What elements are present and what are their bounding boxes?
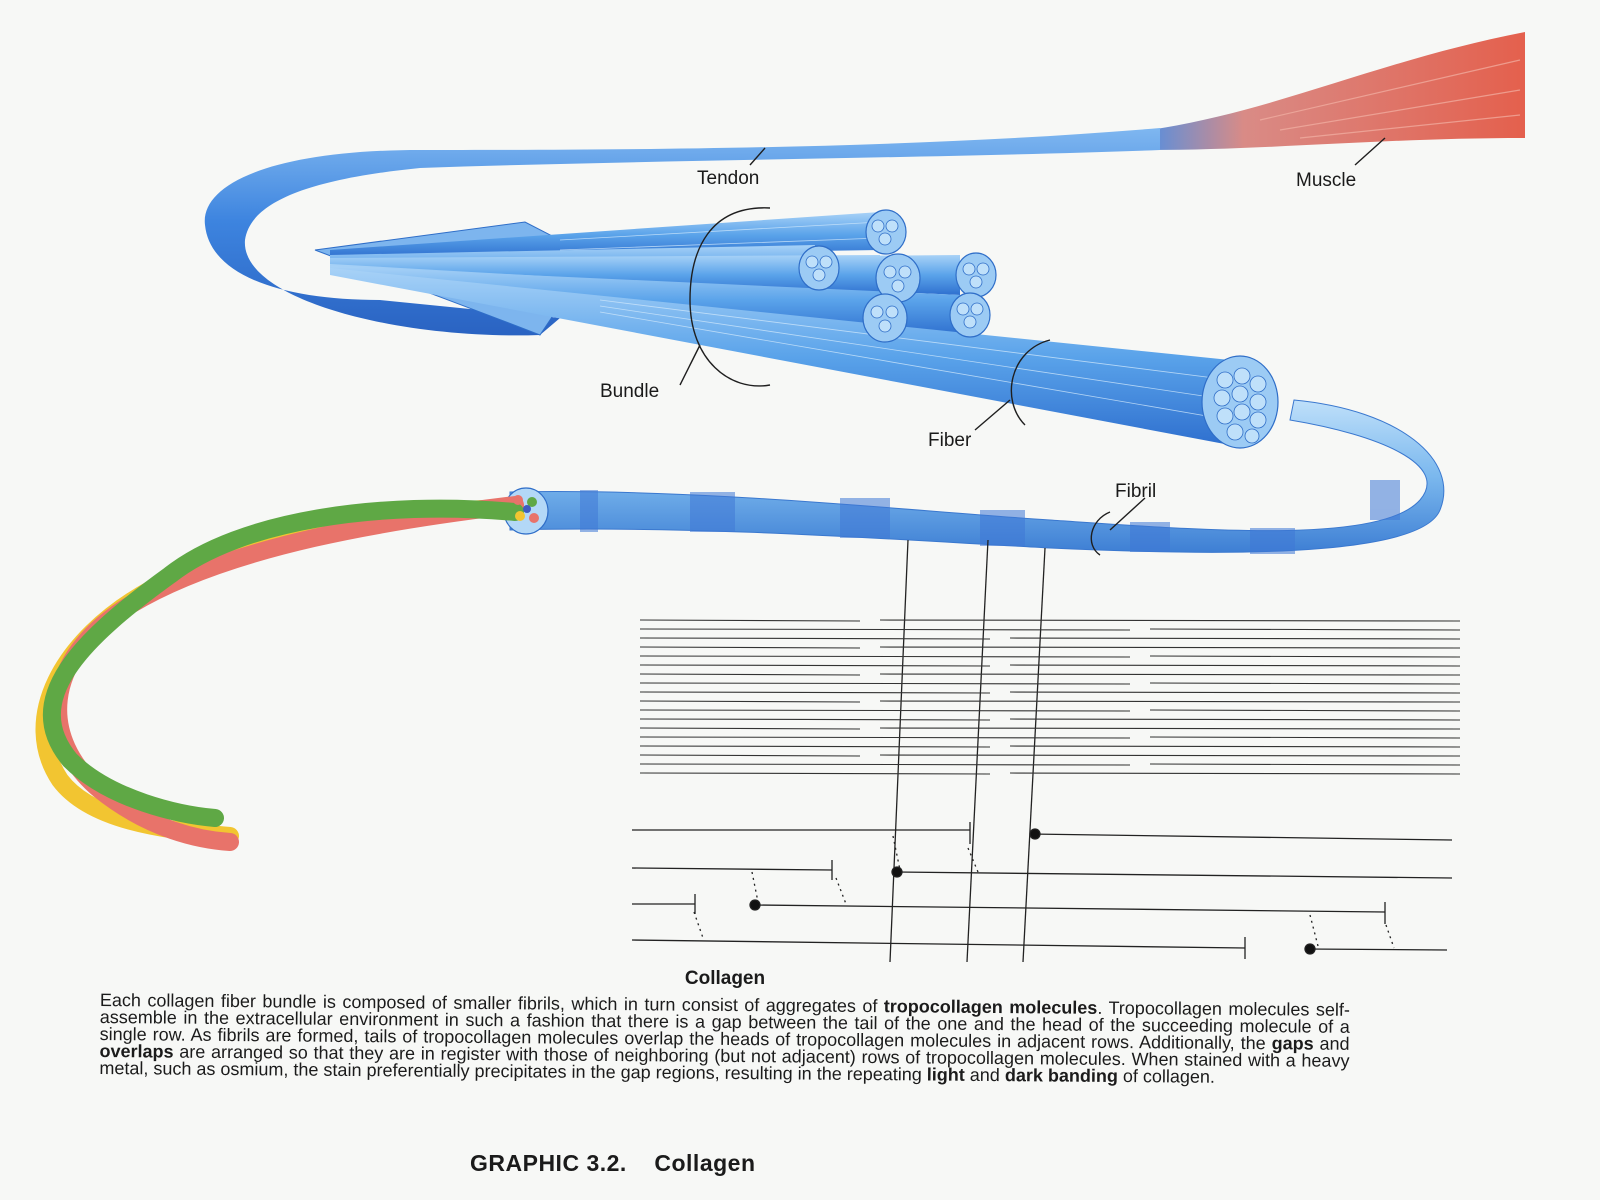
caption-run: of collagen. xyxy=(1117,1065,1216,1087)
tropocollagen-row-line xyxy=(639,700,861,703)
tropocollagen-row-line xyxy=(1149,763,1461,766)
fibril-label: Fibril xyxy=(1115,481,1156,502)
tropocollagen-row-line xyxy=(1009,691,1461,694)
fiber-cross-section-cells xyxy=(805,219,1267,444)
tropocollagen-row-line xyxy=(639,691,991,694)
muscle-striations xyxy=(1259,59,1521,139)
tropocollagen-row-line xyxy=(639,709,1131,712)
tropocollagen-row-line xyxy=(639,664,991,667)
caption-heading: Collagen xyxy=(684,968,766,989)
tropocollagen-row-line xyxy=(1149,655,1461,658)
expanded-molecule-rows xyxy=(631,822,1453,959)
tropocollagen-row-line xyxy=(639,763,1131,766)
caption-run: and xyxy=(964,1064,1005,1086)
tropocollagen-row-line xyxy=(639,655,1131,658)
gap-dotted-lines xyxy=(693,835,1395,949)
tropocollagen-row-line xyxy=(879,673,1461,676)
tropocollagen-row-line xyxy=(639,727,861,730)
tropocollagen-row-line xyxy=(639,754,861,757)
tropocollagen-row-line xyxy=(639,745,991,748)
tropocollagen-row-line xyxy=(1149,628,1461,631)
tropocollagen-row-line xyxy=(639,736,1131,739)
tropocollagen-row-line xyxy=(1009,745,1461,748)
fibril xyxy=(509,399,1445,553)
tropocollagen-row-line xyxy=(639,682,1131,685)
tropocollagen-row-line xyxy=(639,619,861,622)
triple-helix xyxy=(35,496,524,851)
tropocollagen-row-line xyxy=(639,628,1131,631)
tropocollagen-row-line xyxy=(879,754,1461,757)
caption-text: Each collagen fiber bundle is composed o… xyxy=(99,990,1350,1087)
caption: Collagen Each collagen fiber bundle is c… xyxy=(99,968,1350,1087)
fiber-label: Fiber xyxy=(928,430,972,451)
tropocollagen-row-line xyxy=(1149,709,1461,712)
tropocollagen-row-line xyxy=(1009,772,1461,775)
tropocollagen-row-line xyxy=(879,619,1461,622)
caption-bold-term: dark banding xyxy=(1004,1065,1118,1086)
tropocollagen-rows xyxy=(639,619,1461,775)
tropocollagen-row-line xyxy=(1009,718,1461,721)
tendon-label: Tendon xyxy=(697,168,759,189)
tropocollagen-row-line xyxy=(1149,736,1461,739)
tropocollagen-row-line xyxy=(1009,664,1461,667)
tropocollagen-row-line xyxy=(1149,682,1461,685)
tropocollagen-row-line xyxy=(1009,637,1461,640)
tropocollagen-row-line xyxy=(639,772,991,775)
bundle-label: Bundle xyxy=(600,381,659,402)
muscle-shape xyxy=(1150,32,1525,150)
bundle xyxy=(330,212,1231,445)
tropocollagen-row-line xyxy=(879,727,1461,730)
tendon-shape xyxy=(204,128,1161,336)
tropocollagen-row-line xyxy=(639,646,861,649)
caption-bold-term: light xyxy=(926,1064,965,1085)
muscle-label: Muscle xyxy=(1296,170,1356,191)
graphic-title: GRAPHIC 3.2. Collagen xyxy=(470,1150,756,1176)
fibril-end-molecules xyxy=(513,495,539,523)
tropocollagen-row-line xyxy=(879,700,1461,703)
bundle-rod-ends xyxy=(798,209,1279,449)
tropocollagen-row-line xyxy=(639,673,861,676)
fibril-bands xyxy=(580,480,1400,554)
register-lines xyxy=(889,539,1046,963)
tropocollagen-row-line xyxy=(879,646,1461,649)
callouts xyxy=(679,137,1386,556)
tropocollagen-row-line xyxy=(639,718,991,721)
tropocollagen-row-line xyxy=(639,637,991,640)
